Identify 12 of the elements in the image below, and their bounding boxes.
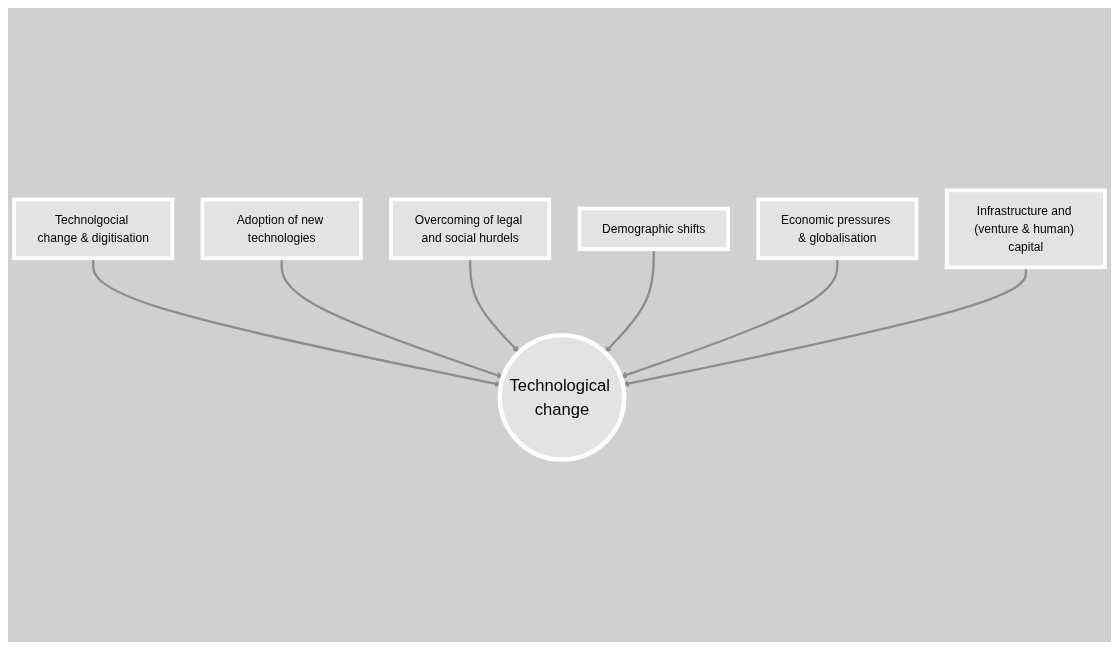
node-circle: Technological change [497,332,627,462]
node-box: Overcoming of legal and social hurdels [389,197,552,261]
node-box: Adoption of new technologies [200,197,363,261]
arrow [469,258,520,353]
node-box: Economic pressures & globalisation [756,197,919,261]
node-box: Technolgocial change & digitisation [12,197,175,261]
arrow [622,267,1027,387]
arrow [620,258,839,379]
arrow [604,249,655,353]
arrow [92,258,502,387]
node-box: Infrastructure and (venture & human) capital [944,188,1107,270]
node-box: Demographic shifts [577,206,730,252]
